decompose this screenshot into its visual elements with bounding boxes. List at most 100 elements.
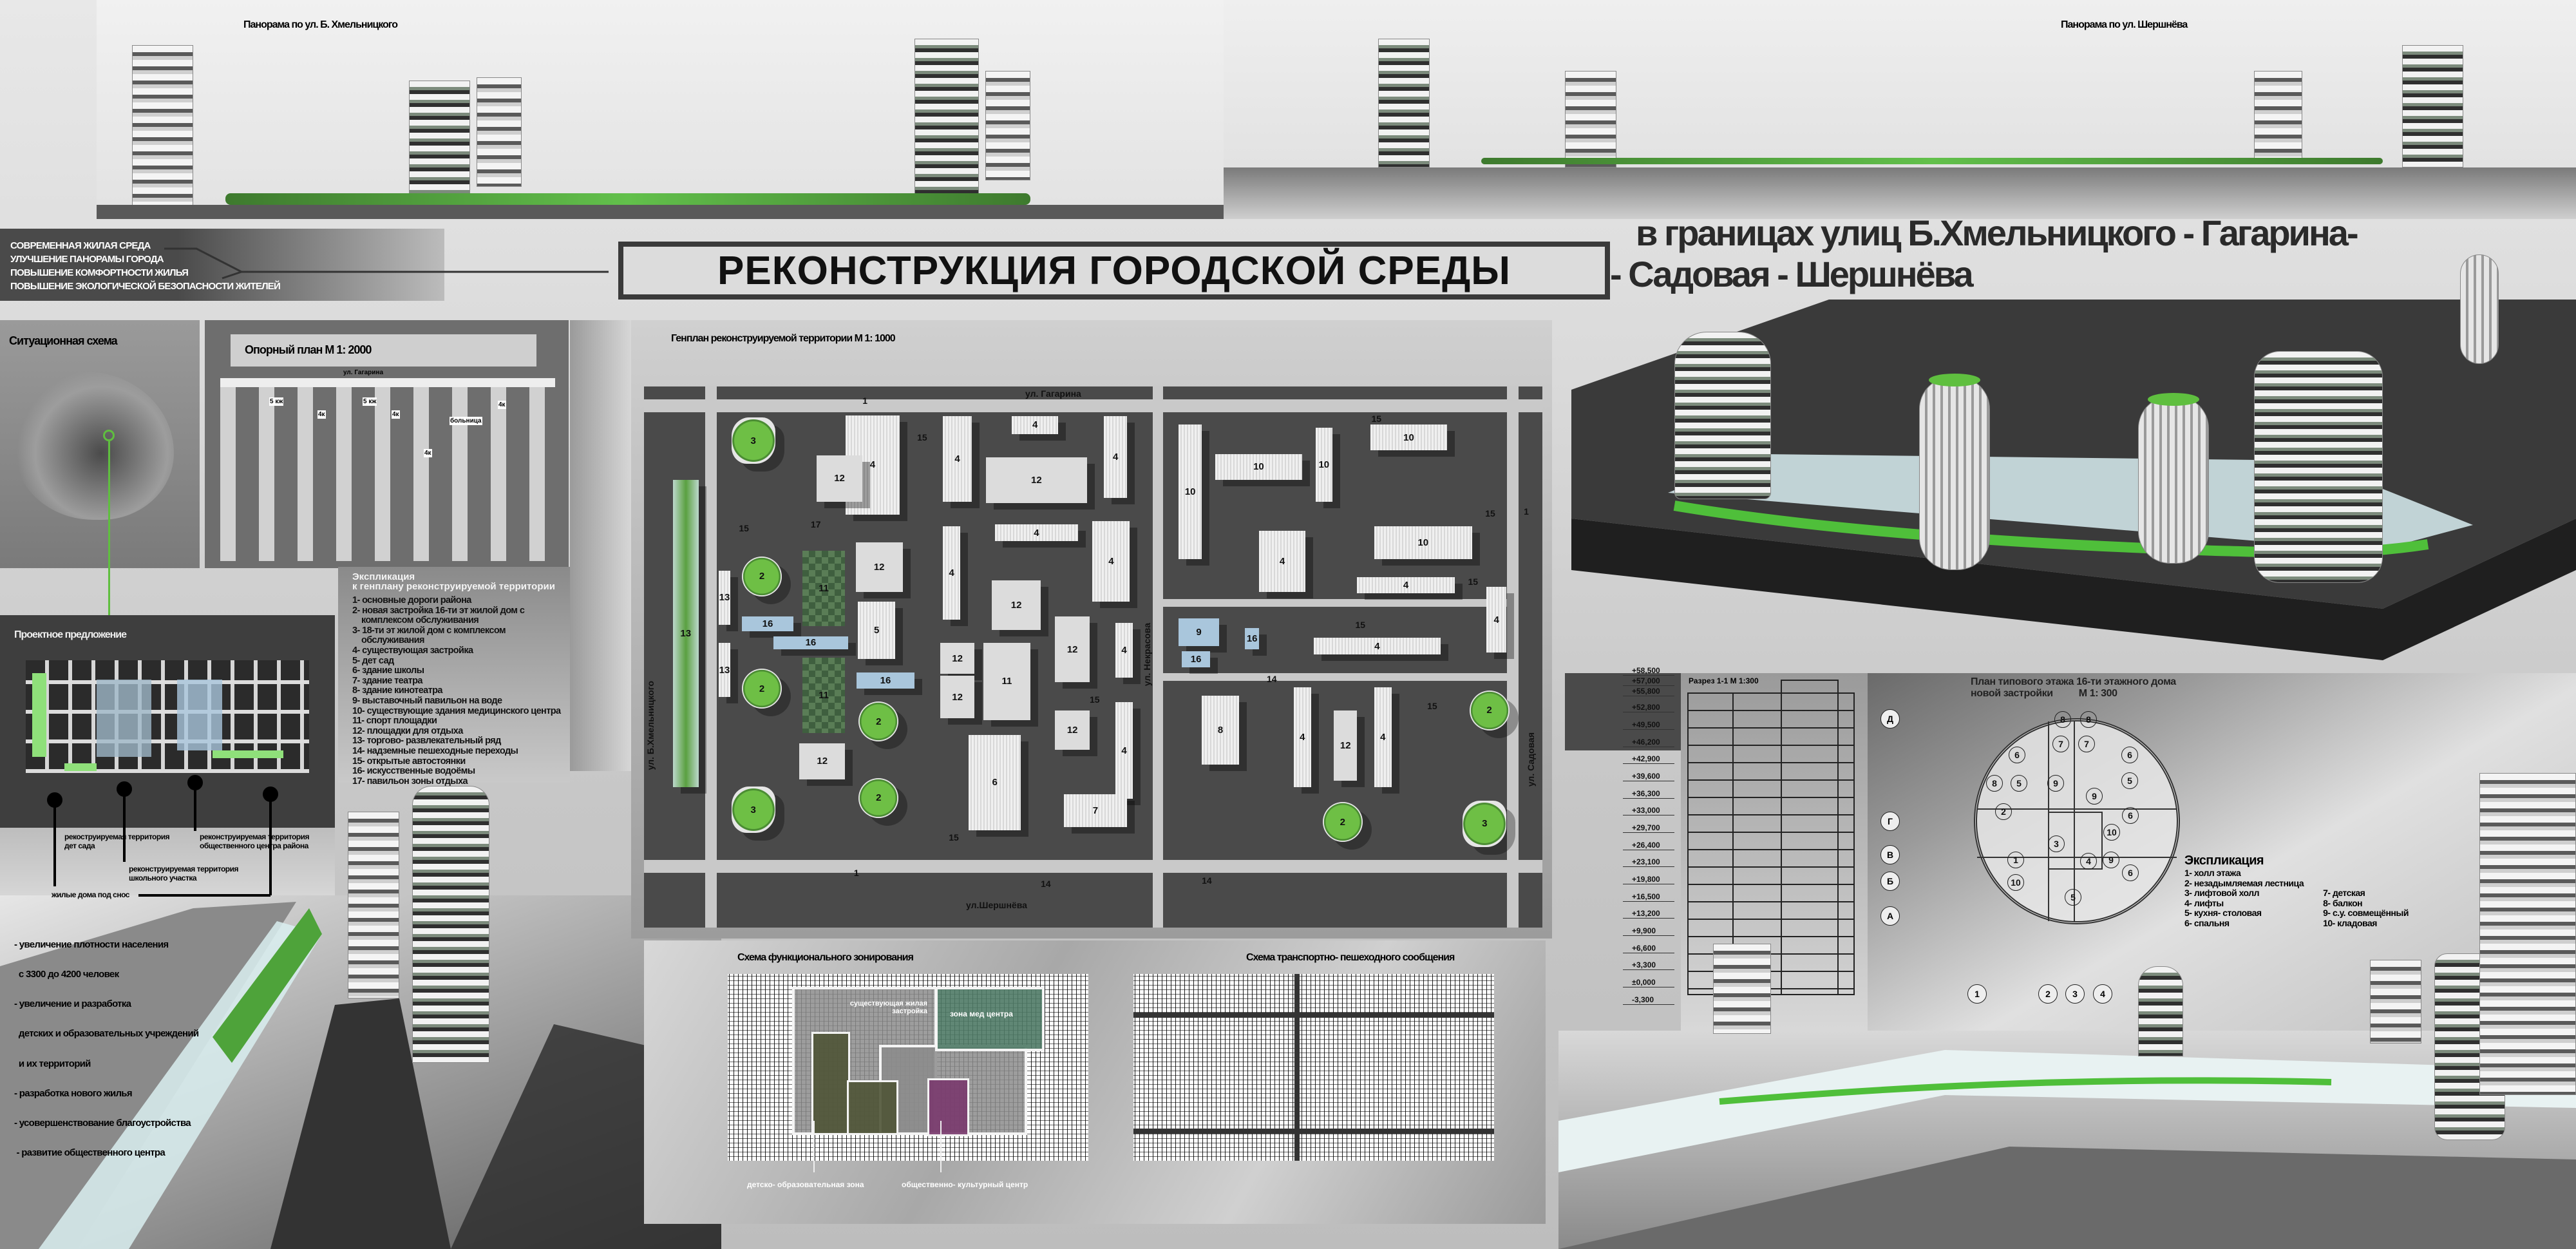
genplan-label: 14 (1266, 674, 1277, 685)
floor-plan-title-line1: План типового этажа 16-ти этажного дома (1971, 676, 2176, 687)
genplan-building: 4 (1357, 577, 1455, 594)
genplan-building: 12 (1334, 710, 1358, 781)
genplan-building: 4 (1374, 687, 1392, 788)
explication-item: 16- искусственные водоёмы (352, 766, 475, 777)
elevation-mark: +46,200 (1623, 738, 1674, 747)
explication-item: 3- 18-ти эт жилой дом с комплексом обслу… (352, 625, 506, 646)
elevation-mark: +39,600 (1623, 772, 1674, 782)
genplan-building: 5 (858, 602, 896, 660)
room-number: 8 (1986, 775, 2003, 792)
genplan-building: 9 (1179, 618, 1219, 647)
room-number: 7 (2078, 736, 2095, 752)
proposal-panel: Проектное предложение (0, 615, 335, 828)
elevation-mark: +13,200 (1623, 909, 1674, 919)
tower-cylinder (2138, 396, 2209, 564)
room-number: 10 (2103, 824, 2120, 841)
floor-plan-circle (1974, 718, 2180, 924)
outcome-item: - разработка нового жилья (14, 1087, 133, 1099)
genplan-building: 12 (855, 542, 903, 592)
transport-map (1133, 974, 1494, 1161)
room-number: 2 (1995, 803, 2012, 820)
outcome-item: - увеличение плотности населения (14, 939, 169, 950)
tower-16-floor-marker: 2 (742, 556, 782, 596)
plan-tag: больница (450, 417, 482, 425)
axis-letter: Д (1880, 709, 1900, 729)
genplan-building: 4 (1092, 521, 1130, 602)
explication-item: 9- выставочный павильон на воде (352, 695, 502, 706)
genplan-building: 13 (719, 570, 730, 625)
callout-demolition: жилые дома под снос (52, 890, 129, 899)
city-map-image (13, 372, 174, 520)
elevation-mark: ±0,000 (1623, 978, 1674, 987)
genplan-building: 12 (986, 457, 1087, 504)
apartment-explication-item: 6- спальня (2184, 917, 2230, 928)
elevation-mark: +16,500 (1623, 892, 1674, 902)
elevation-mark: +9,900 (1623, 926, 1674, 936)
street-label-gagarina: ул. Гагарина (1025, 388, 1081, 399)
genplan-building: 16 (773, 636, 848, 650)
room-number: 9 (2103, 852, 2119, 868)
elevation-mark: +49,500 (1623, 720, 1674, 730)
section-title: Разрез 1-1 М 1:300 (1689, 676, 1759, 685)
plan-tag: 4к (424, 449, 432, 457)
street-render-right (1558, 953, 2576, 1249)
genplan-building: 12 (1055, 710, 1090, 750)
elevation-mark: +3,300 (1623, 960, 1674, 971)
elevation-mark: +42,900 (1623, 754, 1674, 765)
genplan-label: 15 (917, 432, 927, 443)
genplan-explication: Экспликация к генплану реконструируемой … (338, 567, 570, 786)
genplan-label: 15 (739, 522, 749, 533)
genplan-building: 4 (943, 526, 961, 620)
genplan-building: 10 (1215, 453, 1303, 481)
tower-18-floor-marker: 3 (1463, 800, 1507, 847)
room-number: 5 (2121, 772, 2138, 789)
genplan-label: 14 (1041, 878, 1051, 889)
genplan-building: 11 (802, 551, 846, 627)
tower-16-floor-marker: 2 (1322, 802, 1363, 843)
genplan-label: 15 (1371, 414, 1382, 424)
goal-item: СОВРЕМЕННАЯ ЖИЛАЯ СРЕДА (10, 240, 151, 251)
proposal-title: Проектное предложение (14, 629, 127, 640)
goals-panel: СОВРЕМЕННАЯ ЖИЛАЯ СРЕДА УЛУЧШЕНИЕ ПАНОРА… (0, 229, 444, 301)
tower-cylinder (1919, 377, 1990, 570)
elevation-mark: +33,000 (1623, 806, 1674, 816)
genplan-label: 17 (810, 519, 821, 529)
apartment-explication-item: 1- холл этажа (2184, 868, 2241, 878)
elevation-mark: -3,300 (1623, 995, 1674, 1005)
elevation-mark: +36,300 (1623, 789, 1674, 799)
zone-medical (935, 987, 1045, 1051)
explication-item: 11- спорт площадки (352, 716, 437, 727)
explication-title: Экспликация (352, 571, 415, 582)
explication-item: 8- здание кинотеатра (352, 685, 442, 696)
plan-tag: 4к (317, 410, 326, 419)
genplan-label: 1 (853, 868, 859, 879)
floor-plan-title: План типового этажа 16-ти этажного дома … (1971, 676, 2176, 700)
genplan-building: 4 (1115, 623, 1133, 678)
zone-label-cultural: общественно- культурный центр (902, 1180, 1028, 1189)
page-title: РЕКОНСТРУКЦИЯ ГОРОДСКОЙ СРЕДЫ (717, 248, 1511, 293)
genplan-building: 4 (1293, 687, 1311, 788)
axis-number: 4 (2093, 984, 2112, 1004)
outcome-item: и их территорий (14, 1058, 91, 1069)
genplan-label: 15 (1485, 508, 1495, 519)
goal-item: УЛУЧШЕНИЕ ПАНОРАМЫ ГОРОДА (10, 254, 164, 265)
plan-tag: 5 кж (269, 397, 284, 406)
callout-school: реконструируемая территория школьного уч… (129, 864, 238, 882)
elevation-mark: +26,400 (1623, 841, 1674, 850)
subtitle: в границах улиц Б.Хмельницкого - Гагарин… (1610, 213, 2359, 295)
axis-number: 3 (2065, 984, 2085, 1004)
callout-public-center: реконструируемая территория общественног… (200, 832, 309, 850)
explication-item: 4- существующая застройка (352, 645, 473, 656)
genplan-building: 4 (1314, 638, 1441, 654)
genplan-building: 6 (969, 734, 1021, 830)
tower-16-floor (2254, 351, 2383, 583)
genplan-label: 15 (1427, 701, 1437, 712)
proposal-callout-lines (47, 775, 278, 897)
genplan-building: 12 (1055, 616, 1090, 683)
explication-item: 14- надземные пешеходные переходы (352, 745, 518, 756)
explication-item: 6- здание школы (352, 665, 424, 676)
transport-title: Схема транспортно- пешеходного сообщения (1246, 952, 1455, 963)
panorama-left-label: Панорама по ул. Б. Хмельницкого (243, 19, 398, 30)
genplan-building: 10 (1370, 424, 1448, 451)
